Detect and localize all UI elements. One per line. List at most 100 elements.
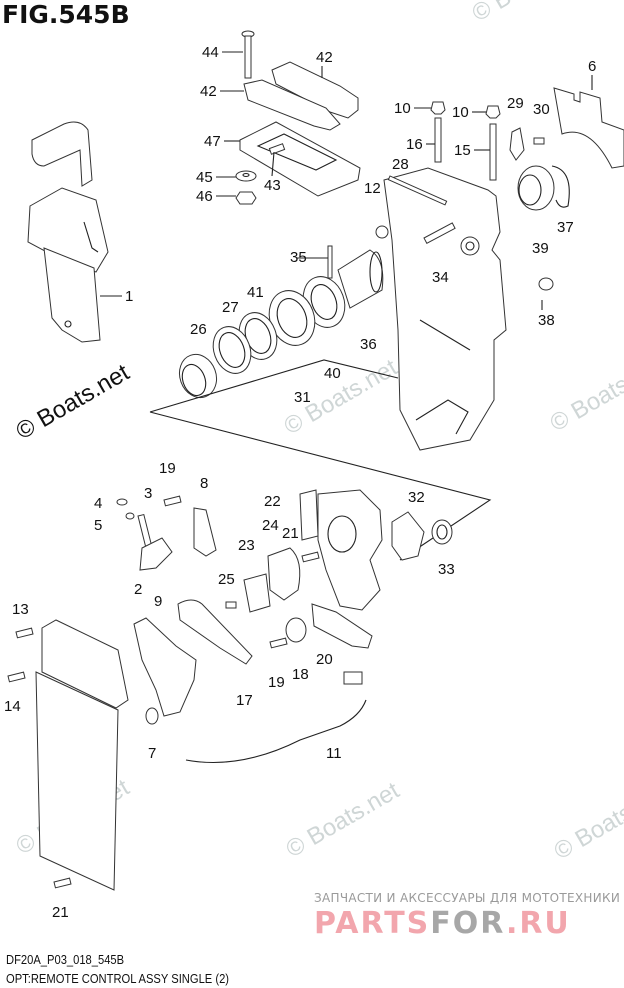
callout-17[interactable]: 17	[236, 692, 253, 709]
callout-3[interactable]: 3	[144, 485, 152, 502]
part-32-cam[interactable]	[391, 511, 425, 561]
callout-6[interactable]: 6	[588, 58, 596, 75]
part-45-washer[interactable]	[235, 170, 257, 182]
part-14-screw[interactable]	[7, 671, 26, 683]
callout-31[interactable]: 31	[294, 389, 311, 406]
part-23-plate[interactable]	[243, 573, 271, 613]
callout-8[interactable]: 8	[200, 475, 208, 492]
callout-21[interactable]: 21	[282, 525, 299, 542]
callout-30[interactable]: 30	[533, 101, 550, 118]
part-7-ring[interactable]	[145, 707, 159, 725]
callout-34[interactable]: 34	[432, 269, 449, 286]
part-10-nut-a[interactable]	[430, 101, 446, 115]
part-46-nut[interactable]	[235, 191, 257, 205]
part-6-plate[interactable]	[553, 87, 624, 169]
callout-24[interactable]: 24	[262, 517, 279, 534]
callout-20[interactable]: 20	[316, 651, 333, 668]
part-mount-bracket[interactable]	[41, 619, 129, 709]
part-30-screw[interactable]	[533, 137, 545, 145]
part-2-cover[interactable]	[133, 617, 197, 717]
callout-46[interactable]: 46	[196, 188, 213, 205]
part-9-lever[interactable]	[139, 537, 173, 571]
part-24-plate[interactable]	[267, 547, 301, 601]
part-38-cap[interactable]	[538, 277, 554, 291]
callout-1[interactable]: 1	[125, 288, 133, 305]
part-18-washer[interactable]	[285, 617, 307, 643]
callout-47[interactable]: 47	[204, 133, 221, 150]
callout-44[interactable]: 44	[202, 44, 219, 61]
part-17-lever[interactable]	[177, 599, 253, 665]
callout-16[interactable]: 16	[406, 136, 423, 153]
callout-26[interactable]: 26	[190, 321, 207, 338]
part-29-bracket[interactable]	[509, 127, 525, 161]
callout-33[interactable]: 33	[438, 561, 455, 578]
part-35-pin[interactable]	[327, 245, 333, 279]
callout-14[interactable]: 14	[4, 698, 21, 715]
callout-36[interactable]: 36	[360, 336, 377, 353]
main-housing[interactable]	[383, 167, 507, 451]
part-base-plate[interactable]	[35, 671, 119, 891]
callout-42[interactable]: 42	[316, 49, 333, 66]
part-42-upper-plate[interactable]	[271, 61, 359, 119]
part-39-bushing[interactable]	[517, 165, 555, 211]
part-15-stud[interactable]	[489, 123, 497, 181]
part-21-screw-a[interactable]	[301, 551, 320, 563]
part-8-bracket[interactable]	[193, 507, 217, 557]
callout-25[interactable]: 25	[218, 571, 235, 588]
part-36-gear-drum[interactable]	[337, 249, 384, 309]
callout-10[interactable]: 10	[452, 104, 469, 121]
part-5-clip[interactable]	[125, 512, 135, 520]
callout-28[interactable]: 28	[392, 156, 409, 173]
callout-21[interactable]: 21	[52, 904, 69, 921]
part-25-screw[interactable]	[225, 601, 237, 609]
part-28-shaft[interactable]	[387, 175, 448, 206]
part-13-screw[interactable]	[15, 627, 34, 639]
part-4-washer[interactable]	[116, 498, 128, 506]
callout-43[interactable]: 43	[264, 177, 281, 194]
part-34-pin[interactable]	[423, 222, 456, 244]
callout-45[interactable]: 45	[196, 169, 213, 186]
callout-41[interactable]: 41	[247, 284, 264, 301]
callout-29[interactable]: 29	[507, 95, 524, 112]
callout-15[interactable]: 15	[454, 142, 471, 159]
callout-23[interactable]: 23	[238, 537, 255, 554]
callout-39[interactable]: 39	[532, 240, 549, 257]
part-main-lower-housing[interactable]	[317, 489, 383, 611]
part-21-screw-b[interactable]	[53, 877, 72, 889]
callout-38[interactable]: 38	[538, 312, 555, 329]
part-19-bolt-a[interactable]	[163, 495, 182, 507]
callout-27[interactable]: 27	[222, 299, 239, 316]
callout-22[interactable]: 22	[264, 493, 281, 510]
callout-40[interactable]: 40	[324, 365, 341, 382]
callout-2[interactable]: 2	[134, 581, 142, 598]
part-11-wire-switch[interactable]	[185, 671, 367, 764]
part-19-bolt-b[interactable]	[269, 637, 288, 649]
part-44-screw[interactable]	[241, 30, 255, 79]
callout-10[interactable]: 10	[394, 100, 411, 117]
part-26-bushing[interactable]	[174, 349, 223, 403]
part-43-bolt[interactable]	[268, 143, 286, 155]
part-12-cap[interactable]	[375, 225, 389, 239]
callout-42[interactable]: 42	[200, 83, 217, 100]
part-37-circlip[interactable]	[551, 165, 570, 208]
part-20-plate[interactable]	[311, 603, 373, 649]
part-33-washer[interactable]	[431, 519, 453, 545]
callout-18[interactable]: 18	[292, 666, 309, 683]
part-22-plate[interactable]	[299, 489, 319, 541]
callout-5[interactable]: 5	[94, 517, 102, 534]
callout-19[interactable]: 19	[268, 674, 285, 691]
callout-32[interactable]: 32	[408, 489, 425, 506]
callout-9[interactable]: 9	[154, 593, 162, 610]
callout-19[interactable]: 19	[159, 460, 176, 477]
callout-7[interactable]: 7	[148, 745, 156, 762]
part-42-lower-plate[interactable]	[243, 79, 341, 131]
callout-12[interactable]: 12	[364, 180, 381, 197]
callout-13[interactable]: 13	[12, 601, 29, 618]
part-1-control-lever[interactable]	[27, 121, 122, 343]
part-16-stud[interactable]	[434, 117, 442, 163]
part-10-nut-b[interactable]	[485, 105, 501, 119]
callout-4[interactable]: 4	[94, 495, 102, 512]
callout-37[interactable]: 37	[557, 219, 574, 236]
callout-11[interactable]: 11	[326, 745, 342, 762]
part-47-gasket[interactable]	[239, 121, 361, 197]
